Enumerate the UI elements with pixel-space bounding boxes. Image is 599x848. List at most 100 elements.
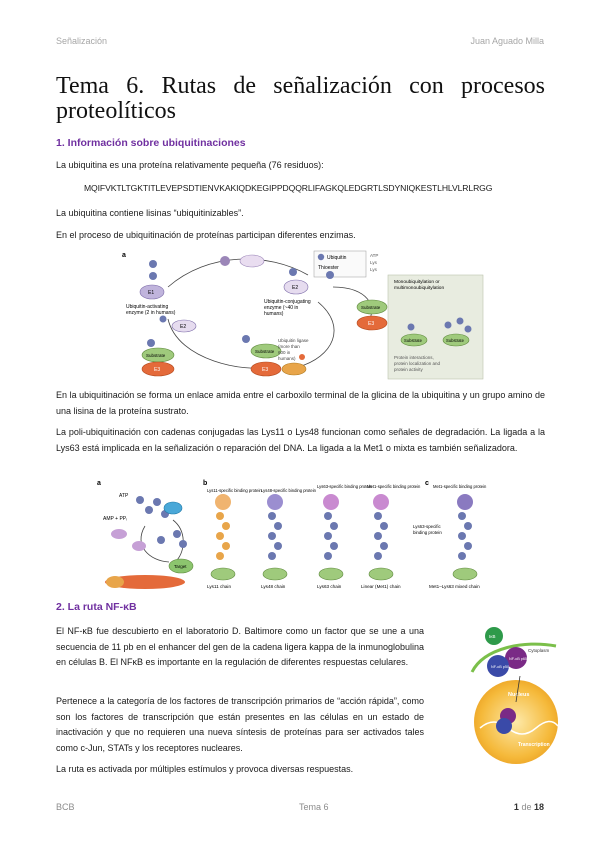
legend-atp: ATP [370,253,378,258]
ubiquitin-icon [464,542,472,550]
ubiquitin-sequence: MQIFVKTLTGKTITLEVEPSDTIENVKAKIQDKEGIPPDQ… [84,183,493,193]
e1-enzyme [163,501,183,515]
ubiquitin-icon [324,532,332,540]
paragraph: La ubiquitina contiene lisinas “ubiquiti… [56,208,244,218]
ubiquitin-icon [330,542,338,550]
ubiquitin-icon [374,552,382,560]
ubiquitin-icon [220,256,230,266]
box-caption: Protein interactions, [394,355,434,360]
box-title: Monoubiquitylation or [394,279,440,285]
e1-enzyme [139,284,165,300]
ubiquitin-icon [326,271,334,279]
substrate-label: Substrate [361,305,381,310]
ubiquitin-icon [159,315,167,323]
nfkb-p50 [496,718,512,734]
ubiquitin-icon [268,532,276,540]
e3-label: E3 [154,367,160,373]
e2-enzyme [111,529,127,539]
target-protein [318,567,344,581]
box-caption: protein activity [394,367,424,372]
panel-label: a [122,252,126,259]
arrow [172,519,184,561]
ubiquitin-icon [242,335,250,343]
e3-label: E3 [262,367,268,373]
binding-label: Lys63-specific [413,524,441,529]
ubiquitin-icon [222,542,230,550]
cytoplasm-label: Cytoplasm [528,648,550,653]
ubiquitin-icon [458,552,466,560]
target-protein [368,567,394,581]
paragraph: En el proceso de ubiquitinación de prote… [56,230,356,240]
legend-lys2: Lys [370,267,378,272]
target-protein [168,558,194,574]
chain-label: Lys11 chain [207,584,231,589]
substrate [250,343,282,359]
ubiquitin-icon [299,354,305,360]
ubiquitin-icon [153,498,161,506]
e3-ligase [105,575,185,589]
legend-lys: Lys [370,260,378,265]
atp-label: ATP [119,493,129,499]
footer-left: BCB [56,802,75,812]
e2-enzyme [171,319,197,333]
ubiquitin-icon [149,260,157,268]
e3-ligase [356,315,388,331]
panel-label: a [97,480,101,487]
binding-label: Lys11-specific binding protein [207,488,262,493]
substrate-label: Substrate [255,349,275,354]
substrate-label: Substrate [146,353,166,358]
paragraph: La poli-ubiquitinación con cadenas conju… [56,427,545,453]
ubiquitin-icon [324,512,332,520]
p65-label: NF-κB p65 [509,657,527,661]
ubiquitin-icon [289,268,297,276]
e2-caption: Ubiquitin-conjugating [264,299,311,305]
ubiquitin-icon [380,542,388,550]
box-title: multimonoubiquitylation [394,285,444,291]
transcription-label: Transcription [518,742,550,748]
ubiquitin-icon [274,542,282,550]
ubiquitin-icon [380,522,388,530]
header-left: Señalización [56,36,108,46]
e3-ligase [250,361,282,377]
binding-protein [267,494,283,510]
ubiquitin-icon [136,496,144,504]
e1-label: E1 [148,290,154,296]
binding-label: Met1-specific binding protein [433,484,487,489]
membrane [470,642,557,673]
substrate [442,333,470,347]
ubiquitin-icon [216,552,224,560]
ikb-label: IκB [489,634,496,639]
ubiquitin-icon [268,512,276,520]
ubiquitin-icon [407,323,415,331]
nfkb-p65 [505,647,527,669]
substrate-label: Substrate [404,338,423,343]
e3-label: E3 [368,321,374,327]
e1-caption: Ubiquitin-activating [126,304,168,310]
e3-caption: Ubiquitin ligase [278,338,309,343]
paragraph: Pertenece a la categoría de los factores… [56,696,424,753]
ubiquitin-icon [274,522,282,530]
footer-center: Tema 6 [299,802,329,812]
e2-enzyme [281,362,307,376]
nucleus [474,680,558,764]
page-of: de [521,802,532,812]
e3-caption: (more than [278,344,300,349]
page-number: 1 de 18 [514,802,544,812]
ubiquitin-icon [458,512,466,520]
e2-caption: humans) [264,311,284,317]
dna-strand [479,720,558,735]
target-label: Target [174,564,187,569]
section-heading-ubiquitination: 1. Información sobre ubiquitinaciones [56,137,246,149]
target-protein [262,567,288,581]
ubiquitin-icon [179,540,187,548]
paragraph: En la ubiquitinación se forma un enlace … [56,390,545,416]
ubiquitin-icon [324,552,332,560]
ubiquitin-icon [222,522,230,530]
e2-label: E2 [180,324,186,330]
binding-protein [323,494,339,510]
ubiquitin-icon [147,339,155,347]
nfkb-pathway-figure: Cytoplasm IκB NF-κB p65 NF-κB p50 Nucleu… [470,627,558,764]
substrate [356,299,388,315]
paragraph: El NF-κB fue descubierto en el laborator… [56,626,424,667]
ubiquitin-icon [149,272,157,280]
